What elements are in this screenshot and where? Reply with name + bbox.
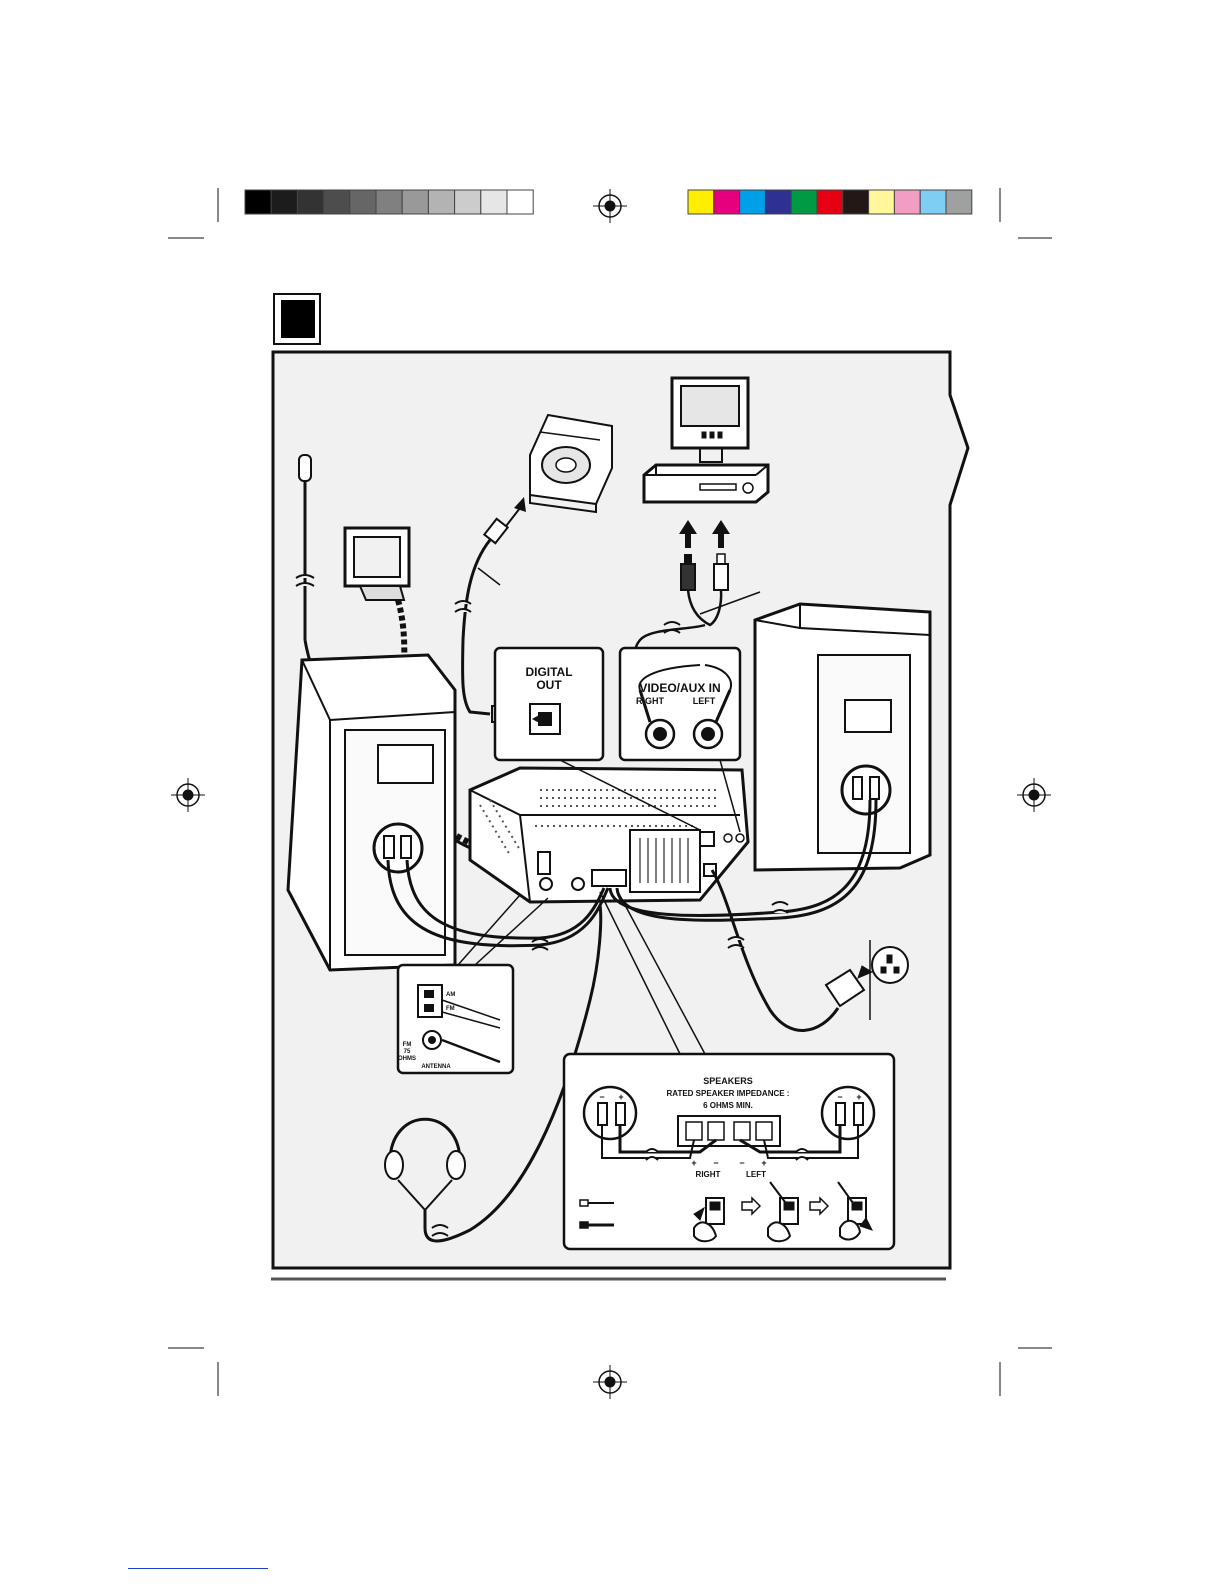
color-swatch — [817, 190, 843, 214]
speaker-left-label: LEFT — [746, 1170, 766, 1179]
speakers-impedance: RATED SPEAKER IMPEDANCE : — [667, 1089, 790, 1098]
vcr-icon — [644, 465, 768, 502]
color-swatch — [894, 190, 920, 214]
terminal-plus: + — [691, 1158, 696, 1168]
color-swatch — [245, 190, 271, 214]
color-swatch — [946, 190, 972, 214]
speakers-title: SPEAKERS — [703, 1076, 753, 1086]
color-swatch — [481, 190, 507, 214]
fm-terminal-label: FM — [446, 1006, 455, 1012]
speaker-cabinet-icon — [755, 604, 930, 870]
color-swatch — [869, 190, 895, 214]
stereo-main-unit-icon — [470, 768, 748, 902]
color-swatch — [297, 190, 323, 214]
color-swatch — [740, 190, 766, 214]
registration-mark-icon — [593, 189, 627, 223]
speakers-ohms: 6 OHMS MIN. — [703, 1101, 753, 1110]
color-swatch — [428, 190, 454, 214]
terminal-plus: + — [761, 1158, 766, 1168]
registration-mark-icon — [593, 1365, 627, 1399]
section-marker — [274, 294, 320, 344]
color-swatch — [688, 190, 714, 214]
minidisc-recorder-icon — [530, 415, 612, 512]
color-swatch — [507, 190, 533, 214]
speaker-right-label: RIGHT — [696, 1170, 721, 1179]
color-swatch — [714, 190, 740, 214]
terminal-minus: − — [837, 1092, 842, 1102]
color-swatch — [402, 190, 428, 214]
registration-mark-icon — [171, 778, 205, 812]
color-swatch — [324, 190, 350, 214]
page-link-underline — [128, 1568, 268, 1569]
am-terminal-label: AM — [446, 992, 455, 998]
antenna-label: ANTENNA — [421, 1064, 451, 1070]
color-calibration-bar — [688, 190, 972, 214]
terminal-plus: + — [856, 1092, 861, 1102]
aux-left-label: LEFT — [693, 696, 716, 706]
speaker-cabinet-icon — [288, 655, 455, 970]
terminal-minus: − — [713, 1158, 718, 1168]
color-swatch — [920, 190, 946, 214]
terminal-plus: + — [618, 1092, 623, 1102]
color-swatch — [765, 190, 791, 214]
terminal-minus: − — [739, 1158, 744, 1168]
aux-right-label: RIGHT — [636, 696, 665, 706]
grayscale-calibration-bar — [245, 190, 533, 214]
video-aux-in-label: VIDEO/AUX IN — [639, 681, 720, 695]
color-swatch — [271, 190, 297, 214]
color-swatch — [376, 190, 402, 214]
tv-icon — [672, 378, 748, 462]
color-swatch — [350, 190, 376, 214]
terminal-minus: − — [599, 1092, 604, 1102]
registration-mark-icon — [1017, 778, 1051, 812]
color-swatch — [455, 190, 481, 214]
color-swatch — [843, 190, 869, 214]
color-swatch — [791, 190, 817, 214]
